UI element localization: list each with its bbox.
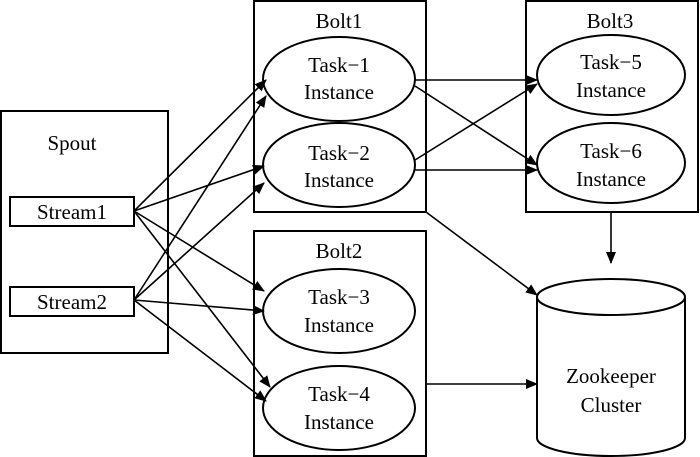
- task-3-label: Task−3: [308, 285, 370, 309]
- edge-stream2-task1: [133, 95, 267, 301]
- task-6-label: Task−6: [580, 139, 642, 163]
- edge-stream1-task4: [133, 210, 271, 388]
- stream1-box: [9, 196, 135, 227]
- task-4-label: Task−4: [308, 382, 370, 406]
- stream1-label: Stream1: [37, 200, 107, 224]
- bolt2-title: Bolt2: [316, 239, 363, 263]
- edge-stream2-task2: [133, 182, 265, 301]
- task-6-node: [536, 122, 686, 204]
- stream2-box: [9, 286, 135, 317]
- edge-stream1-task1: [133, 79, 267, 212]
- zookeeper-cylinder-top: [536, 278, 686, 316]
- zookeeper-label: Zookeeper: [566, 364, 656, 388]
- task-5-node: [536, 34, 686, 116]
- edge-bolt1-zookeeper: [425, 211, 538, 296]
- task-2-sublabel: Instance: [304, 168, 374, 192]
- task-1-node: [262, 36, 416, 122]
- task-2-node: [262, 122, 416, 208]
- task-6-sublabel: Instance: [576, 167, 646, 191]
- zookeeper-sublabel: Cluster: [581, 393, 642, 417]
- task-5-sublabel: Instance: [576, 78, 646, 102]
- zookeeper-cylinder-body: [536, 297, 686, 457]
- edge-stream1-task2: [133, 164, 265, 212]
- stream2-label: Stream2: [37, 290, 107, 314]
- task-5-label: Task−5: [580, 50, 642, 74]
- task-1-sublabel: Instance: [304, 80, 374, 104]
- edge-stream1-task3: [133, 210, 265, 292]
- task-1-label: Task−1: [308, 53, 370, 77]
- task-4-sublabel: Instance: [304, 410, 374, 434]
- bolt3-title: Bolt3: [587, 9, 634, 33]
- task-4-node: [262, 365, 416, 451]
- edge-stream2-task4: [133, 299, 267, 402]
- task-3-node: [262, 268, 416, 354]
- spout-title: Spout: [47, 131, 96, 155]
- task-2-label: Task−2: [308, 141, 370, 165]
- edge-stream2-task3: [133, 299, 265, 316]
- edge-task2-task5: [414, 83, 538, 161]
- edge-task1-task6: [414, 85, 538, 166]
- bolt1-title: Bolt1: [316, 9, 363, 33]
- task-3-sublabel: Instance: [304, 313, 374, 337]
